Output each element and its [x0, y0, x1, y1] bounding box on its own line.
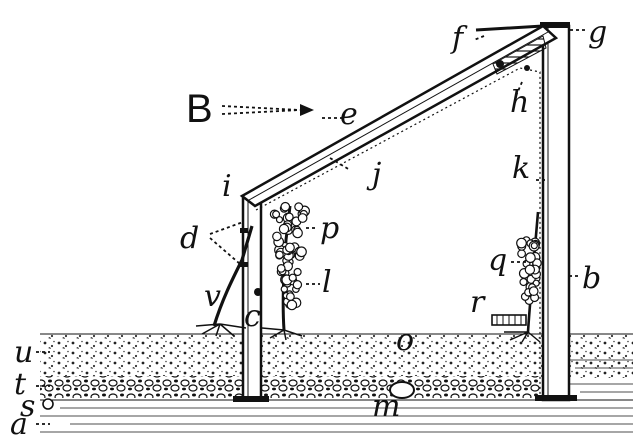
drain-pipe: [389, 381, 415, 399]
plant-tray: [491, 314, 527, 326]
ventilator-rod: [475, 24, 544, 71]
grape-berry: [275, 216, 284, 224]
grape-berry: [528, 286, 539, 297]
label-g: g: [588, 15, 607, 50]
grape-berry: [293, 267, 302, 277]
subsoil-lines: [40, 359, 633, 433]
grape-berry: [292, 280, 303, 290]
vine-v-roots: [195, 323, 247, 337]
label-d: d: [180, 221, 199, 256]
grape-berry: [272, 231, 282, 242]
soil-bed: [40, 334, 633, 378]
grape-berry: [286, 292, 295, 302]
label-q: q: [488, 243, 507, 278]
label-s: s: [20, 389, 35, 424]
grape-berry: [288, 273, 297, 282]
label-c: c: [244, 299, 261, 334]
grape-berry: [525, 252, 536, 264]
label-f: f: [450, 21, 468, 56]
trellis-wire: [255, 67, 541, 395]
label-b: b: [582, 261, 601, 296]
label-p: p: [320, 211, 339, 246]
grape-cluster-p: [269, 201, 311, 311]
label-r: r: [470, 285, 486, 320]
grape-berry: [516, 237, 527, 249]
label-i: i: [222, 169, 232, 204]
grape-berry: [292, 227, 303, 239]
label-m: m: [372, 389, 400, 424]
grape-berry: [519, 277, 528, 287]
light-arrow: [221, 105, 301, 111]
grape-berry: [286, 299, 298, 311]
vine-q-roots: [504, 331, 541, 343]
grape-berry: [284, 242, 295, 253]
vine-v-stem: [212, 225, 254, 327]
grape-berry: [278, 223, 290, 235]
label-a: a: [10, 407, 28, 440]
roof-sash: [239, 24, 559, 208]
grape-cluster-q: [516, 236, 542, 305]
grape-berry: [275, 250, 284, 260]
grape-berry: [280, 201, 291, 212]
label-u: u: [14, 335, 33, 370]
label-j: j: [366, 157, 381, 192]
drainage-stones: [40, 376, 540, 398]
label-t: t: [14, 367, 27, 402]
outer-drain: [42, 398, 54, 410]
grape-berry: [297, 213, 308, 223]
ground-layers: [40, 333, 633, 433]
label-e: e: [340, 97, 358, 132]
grape-berry: [517, 249, 526, 259]
grape-berry: [284, 212, 294, 222]
label-l: l: [322, 265, 332, 300]
vine-l-roots: [261, 327, 303, 341]
back-wall: [535, 22, 577, 402]
arrow-head: [300, 104, 314, 116]
label-v: v: [204, 279, 221, 314]
grape-berry: [296, 246, 307, 258]
grape-berry: [272, 210, 281, 219]
grape-berry: [280, 285, 288, 293]
front-tie: [240, 228, 262, 296]
label-B: B: [186, 87, 213, 131]
grape-berry: [530, 242, 538, 250]
label-o: o: [396, 323, 414, 358]
grape-berry: [294, 202, 304, 212]
label-k: k: [512, 151, 530, 186]
label-h: h: [510, 85, 529, 120]
leader-lines: [36, 29, 586, 425]
grape-berry: [524, 264, 536, 275]
grape-berry: [276, 264, 286, 273]
